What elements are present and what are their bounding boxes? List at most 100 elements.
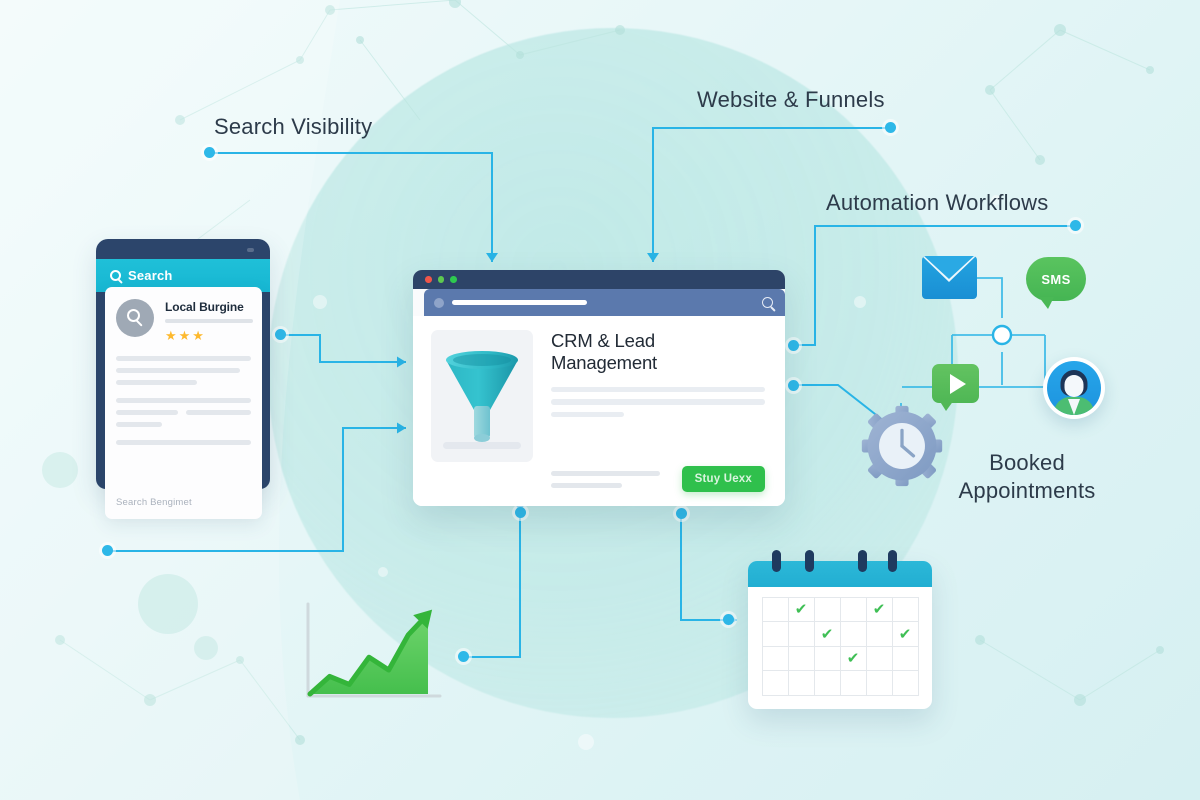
sms-label: SMS — [1041, 271, 1071, 287]
placeholder-line-row — [116, 410, 251, 415]
calendar-cell[interactable] — [761, 596, 789, 622]
crm-card-title: CRM & Lead Management — [551, 330, 765, 374]
placeholder-line — [721, 399, 765, 405]
connector-dot-automation — [1070, 220, 1081, 231]
placeholder-line — [116, 440, 251, 445]
avatar — [1047, 361, 1101, 415]
calendar-grid[interactable]: ✔ ✔ ✔ ✔ ✔ — [761, 596, 919, 696]
calendar-cell[interactable] — [813, 596, 841, 622]
calendar-cell[interactable] — [865, 645, 893, 671]
search-bar-label: Search — [128, 268, 173, 283]
calendar-cell[interactable]: ✔ — [839, 645, 867, 671]
connector-dot-browser-bottom — [676, 508, 687, 519]
calendar-ring — [805, 550, 814, 572]
calendar-cell[interactable] — [839, 621, 867, 647]
calendar-cell[interactable] — [839, 670, 867, 696]
calendar-cell[interactable] — [787, 645, 815, 671]
search-engine-footer: Search Bengimet — [116, 497, 192, 508]
calendar-cell[interactable]: ✔ — [787, 596, 815, 622]
calendar-cell[interactable] — [787, 621, 815, 647]
placeholder-line — [116, 368, 241, 373]
chart-arrow-head — [413, 609, 433, 629]
check-icon: ✔ — [794, 601, 808, 619]
booked-line-1: Booked — [989, 450, 1065, 475]
label-search-visibility: Search Visibility — [214, 114, 373, 139]
placeholder-line — [551, 411, 624, 418]
rating-stars: ★★★ — [165, 328, 206, 343]
placeholder-line — [116, 398, 251, 403]
avatar-face — [1064, 375, 1084, 397]
calendar-cell[interactable] — [813, 670, 841, 696]
placeholder-line — [186, 410, 251, 415]
calendar-ring — [858, 550, 867, 572]
calendar-cell[interactable] — [787, 670, 815, 696]
url-input[interactable] — [452, 299, 587, 306]
connector-dot-browser-right-upper — [788, 340, 799, 351]
connector-dot-browser-right-lower — [788, 380, 799, 391]
placeholder-line-row — [551, 399, 765, 405]
email-icon[interactable] — [922, 256, 977, 299]
close-button-icon[interactable] — [425, 276, 432, 283]
calendar-cell[interactable]: ✔ — [865, 596, 893, 622]
calendar-cell[interactable]: ✔ — [891, 621, 919, 647]
placeholder-line — [551, 399, 714, 405]
calendar-cell[interactable] — [865, 621, 893, 647]
crm-card-footer: Stuy Uexx — [551, 466, 765, 492]
result-title: Local Burgine — [165, 300, 244, 314]
search-icon — [110, 270, 121, 281]
calendar-cell[interactable] — [761, 621, 789, 647]
calendar-cell[interactable] — [839, 596, 867, 622]
calendar-ring — [888, 550, 897, 572]
result-thumbnail-icon — [116, 299, 154, 337]
calendar-cell[interactable] — [865, 670, 893, 696]
device-notch — [247, 248, 254, 252]
crm-title-line-1: CRM & Lead — [551, 330, 655, 351]
chart-line-series — [307, 611, 431, 697]
sms-icon[interactable]: SMS — [1026, 257, 1086, 309]
growth-chart — [306, 602, 442, 698]
placeholder-line — [551, 386, 765, 393]
minimize-button-icon[interactable] — [437, 276, 444, 283]
connector-dot-calendar — [723, 614, 734, 625]
browser-titlebar — [413, 270, 785, 289]
site-favicon-icon — [434, 297, 444, 308]
calendar-cell[interactable] — [813, 645, 841, 671]
calendar-cell[interactable] — [891, 670, 919, 696]
calendar-cell[interactable] — [891, 596, 919, 622]
calendar-cell[interactable] — [891, 645, 919, 671]
video-icon[interactable] — [932, 364, 979, 411]
contact-avatar-icon[interactable] — [1043, 357, 1105, 419]
label-website-funnels: Website & Funnels — [697, 87, 885, 112]
crm-title-line-2: Management — [551, 351, 657, 373]
browser-search-icon[interactable] — [762, 297, 773, 308]
placeholder-line — [116, 410, 179, 415]
search-result-sheet: Local Burgine ★★★ Search Bengimet — [105, 287, 262, 519]
connector-dot-growth-chart — [458, 651, 469, 662]
check-icon: ✔ — [846, 650, 860, 668]
booked-line-2: Appointments — [958, 478, 1096, 504]
scheduling-gear-clock-icon[interactable] — [861, 405, 943, 487]
calendar-cell[interactable]: ✔ — [813, 621, 841, 647]
chart-area-series — [310, 614, 428, 694]
search-result-item[interactable]: Local Burgine ★★★ — [116, 299, 253, 344]
calendar-cell[interactable] — [761, 645, 789, 671]
check-icon: ✔ — [898, 625, 912, 643]
crm-body-placeholder-lines — [551, 386, 765, 418]
magnifier-icon — [127, 309, 140, 322]
label-automation-workflows: Automation Workflows — [826, 190, 1049, 215]
maximize-button-icon[interactable] — [450, 276, 457, 283]
result-subtitle-placeholder — [165, 319, 253, 323]
search-bar[interactable]: Search — [96, 259, 270, 292]
browser-address-bar[interactable] — [424, 289, 785, 316]
crm-cta-button[interactable]: Stuy Uexx — [681, 466, 765, 492]
calendar-widget[interactable]: ✔ ✔ ✔ ✔ ✔ — [748, 550, 932, 709]
connector-dot-far-left — [102, 545, 113, 556]
browser-window: CRM & Lead Management St — [413, 270, 785, 506]
result-placeholder-lines — [116, 356, 251, 445]
calendar-cell[interactable] — [761, 670, 789, 696]
search-results-card: Search Local Burgine ★★★ — [96, 239, 270, 519]
connector-dot-search-visibility — [204, 147, 215, 158]
check-icon: ✔ — [872, 601, 886, 619]
